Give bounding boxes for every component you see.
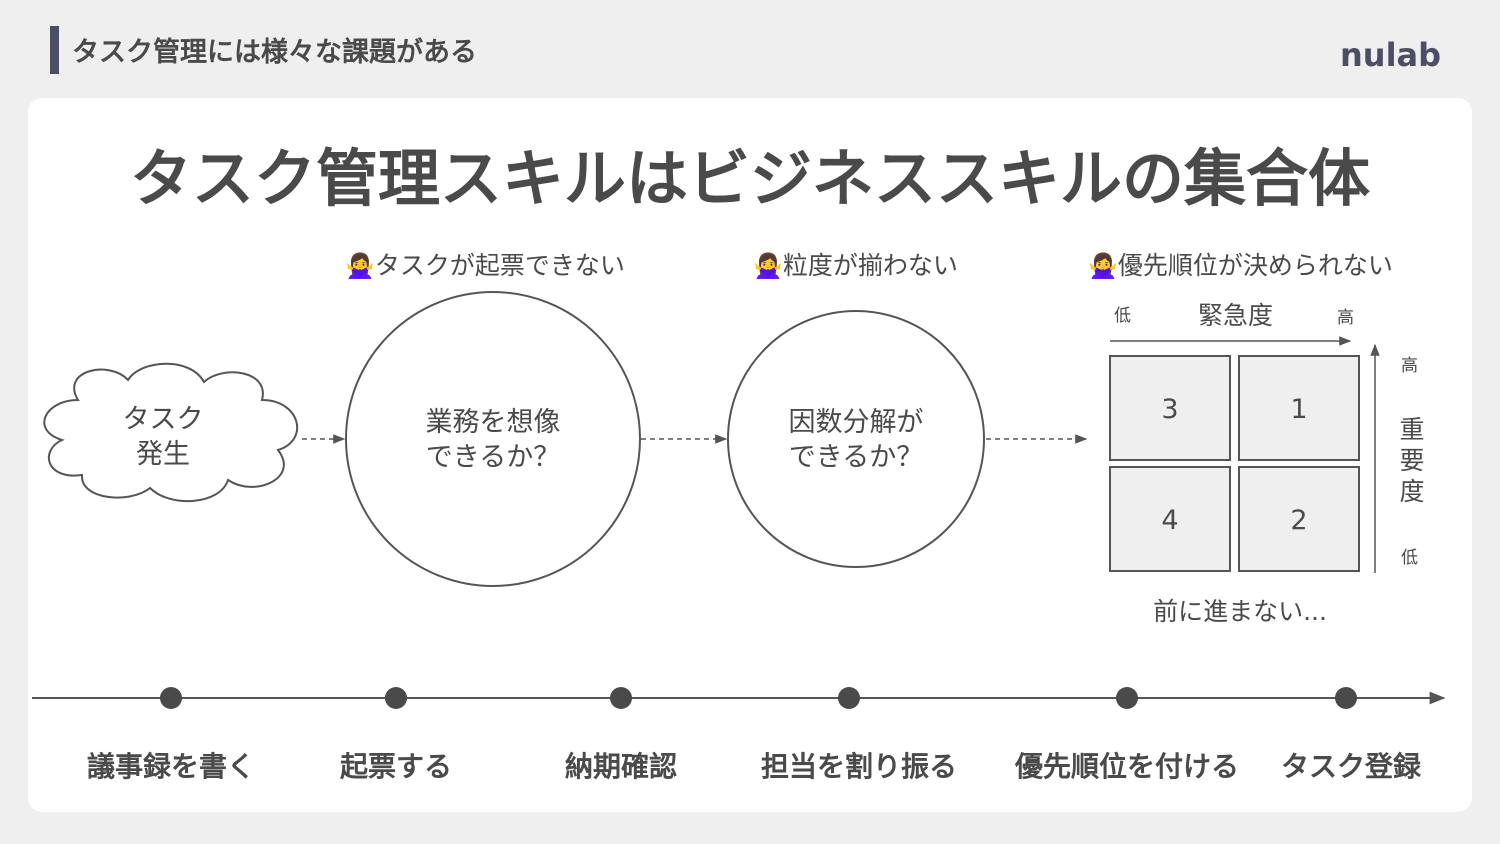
header-accent-bar — [50, 26, 59, 74]
matrix-caption: 前に進まない... — [1153, 597, 1327, 626]
circle-decompose-line: できるか？ — [788, 442, 924, 474]
timeline-step-label: 優先順位を付ける — [1014, 750, 1239, 783]
urgency-low-label: 低 — [1114, 306, 1131, 326]
problem-text: 粒度が揃わない — [782, 251, 958, 280]
gesture-no-icon: 🙅‍♀️ — [345, 252, 375, 280]
timeline-dot — [610, 687, 632, 709]
importance-high-label: 高 — [1401, 356, 1418, 376]
timeline-dot — [160, 687, 182, 709]
circle-imagine — [345, 291, 641, 587]
cloud-shape — [43, 362, 298, 503]
circle-imagine-line: 業務を想像 — [425, 407, 561, 438]
matrix-cell: 1 — [1238, 355, 1360, 461]
problem-text: 優先順位が決められない — [1117, 251, 1393, 280]
circle-decompose — [727, 310, 985, 568]
problem-granularity: 🙅‍♀️粒度が揃わない — [753, 246, 958, 282]
cloud-label-line: 発生 — [136, 439, 190, 471]
circle-imagine-label: 業務を想像 できるか？ — [393, 405, 593, 475]
importance-label-char: 度 — [1399, 477, 1425, 506]
nulab-logo: nulab — [1340, 36, 1442, 74]
timeline-step-label: タスク登録 — [1280, 750, 1421, 783]
slide-title: タスク管理スキルはビジネススキルの集合体 — [129, 142, 1370, 215]
urgency-label: 緊急度 — [1198, 301, 1274, 330]
matrix-cell: 3 — [1109, 355, 1231, 461]
cloud-label: タスク 発生 — [113, 402, 213, 472]
problem-cannot-create-task: 🙅‍♀️タスクが起票できない — [345, 246, 625, 282]
cloud-label-line: タスク — [122, 404, 204, 435]
timeline-dot — [1335, 687, 1357, 709]
timeline-dot — [1116, 687, 1138, 709]
gesture-no-icon: 🙅‍♀️ — [1088, 252, 1118, 280]
importance-label-char: 要 — [1399, 446, 1425, 475]
problem-text: タスクが起票できない — [374, 251, 625, 280]
importance-label-char: 重 — [1399, 415, 1425, 444]
timeline-step-label: 議事録を書く — [86, 750, 255, 783]
circle-decompose-label: 因数分解が できるか？ — [756, 405, 956, 475]
problem-priority: 🙅‍♀️優先順位が決められない — [1088, 246, 1393, 282]
urgency-high-label: 高 — [1337, 308, 1354, 328]
timeline-dot — [385, 687, 407, 709]
matrix-cell: 2 — [1238, 466, 1360, 572]
importance-label: 重 要 度 — [1398, 414, 1426, 507]
timeline-dot — [838, 687, 860, 709]
timeline-step-label: 担当を割り振る — [760, 750, 957, 783]
timeline-step-label: 起票する — [339, 750, 452, 783]
circle-decompose-line: 因数分解が — [788, 407, 924, 438]
gesture-no-icon: 🙅‍♀️ — [753, 252, 783, 280]
importance-low-label: 低 — [1401, 548, 1418, 568]
circle-imagine-line: できるか？ — [425, 442, 561, 474]
timeline-step-label: 納期確認 — [564, 750, 677, 783]
matrix-cell: 4 — [1109, 466, 1231, 572]
header-title: タスク管理には様々な課題がある — [72, 37, 477, 68]
